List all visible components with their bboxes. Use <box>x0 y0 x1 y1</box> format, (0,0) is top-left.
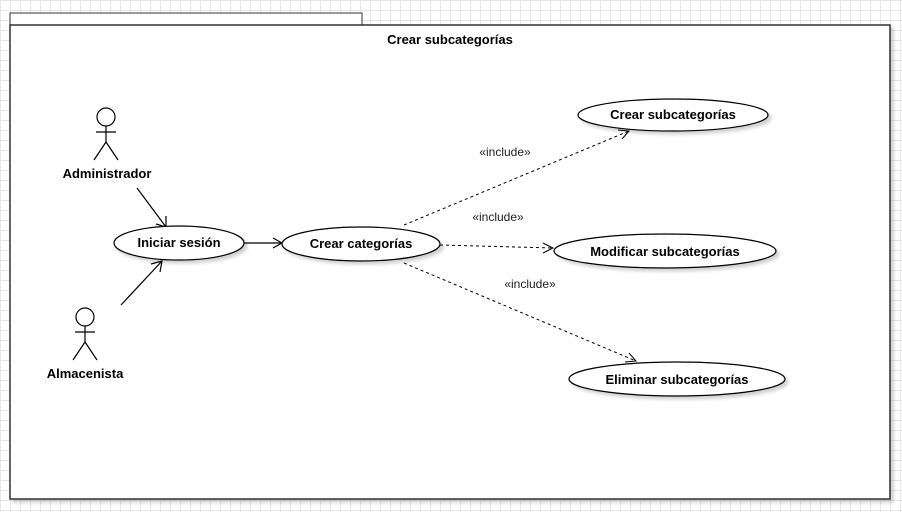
usecase-modificar-subcategorias-shape <box>553 233 777 269</box>
actor-almacenista[interactable]: Almacenista <box>47 307 124 381</box>
association-almacenista-iniciar <box>120 260 163 306</box>
actor-almacenista-label: Almacenista <box>47 366 124 381</box>
frame-title: Crear subcategorías <box>387 32 513 47</box>
usecase-eliminar-subcategorias-label: Eliminar subcategorías <box>605 372 748 387</box>
include-crear-subcategorias <box>403 129 631 226</box>
usecase-eliminar-subcategorias-shape <box>568 361 786 397</box>
include-label-crear: «include» <box>479 145 531 159</box>
include-eliminar-subcategorias <box>403 262 638 363</box>
actor-administrador-figure <box>93 107 119 161</box>
usecase-iniciar-sesion-label: Iniciar sesión <box>137 235 220 250</box>
usecase-crear-categorias-shape <box>281 226 441 262</box>
actor-almacenista-figure <box>72 307 98 361</box>
usecase-crear-categorias-label: Crear categorías <box>310 236 413 251</box>
include-label-eliminar: «include» <box>504 277 556 291</box>
usecase-crear-subcategorias-shape <box>577 98 769 132</box>
usecase-crear-subcategorias-label: Crear subcategorías <box>610 107 736 122</box>
include-modificar-subcategorias <box>439 242 555 254</box>
usecase-iniciar-sesion-shape <box>113 225 245 261</box>
usecase-iniciar-sesion[interactable]: Iniciar sesión <box>113 225 245 261</box>
actor-administrador-label: Administrador <box>63 166 152 181</box>
usecase-modificar-subcategorias-label: Modificar subcategorías <box>590 244 740 259</box>
usecase-modificar-subcategorias[interactable]: Modificar subcategorías <box>553 233 777 269</box>
usecase-crear-categorias[interactable]: Crear categorías <box>281 226 441 262</box>
usecase-crear-subcategorias[interactable]: Crear subcategorías <box>577 98 769 132</box>
frame-tab <box>9 12 363 26</box>
usecase-eliminar-subcategorias[interactable]: Eliminar subcategorías <box>568 361 786 397</box>
actor-administrador[interactable]: Administrador <box>63 107 152 181</box>
include-label-modificar: «include» <box>472 210 524 224</box>
frame-body <box>9 24 891 500</box>
